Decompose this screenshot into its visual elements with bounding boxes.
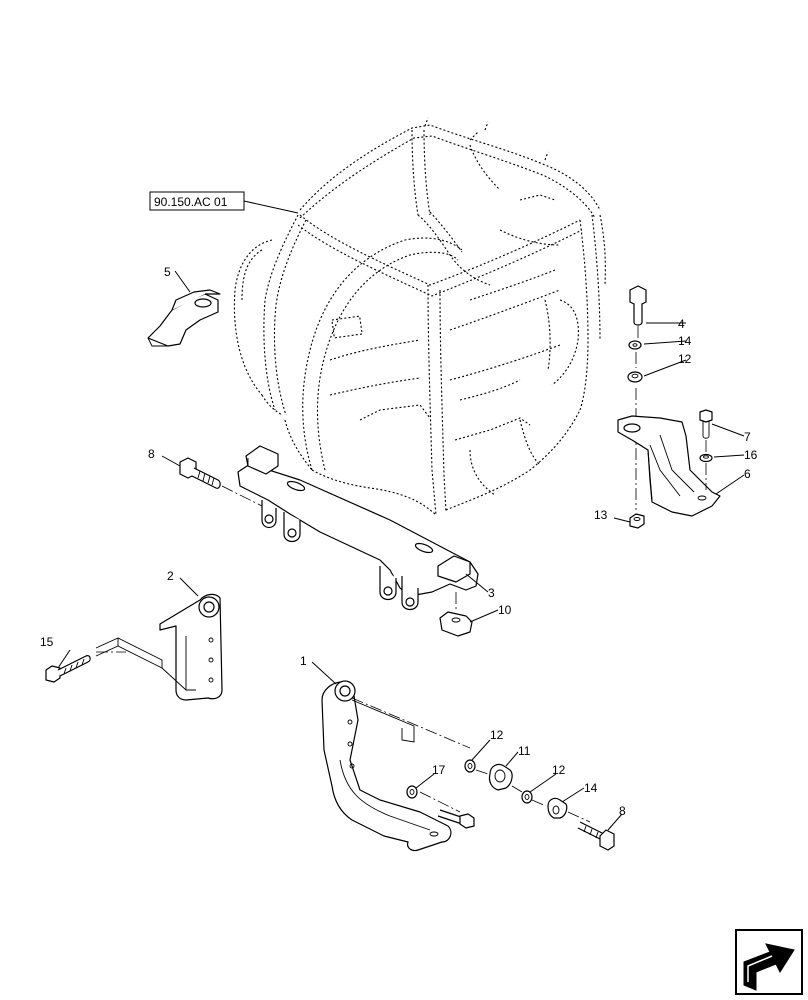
callout-6[interactable]: 6 — [744, 467, 751, 481]
part-2-bracket — [95, 593, 223, 701]
callout-leaders — [57, 322, 745, 831]
callout-16[interactable]: 16 — [744, 448, 758, 462]
part-8-bolt-left — [179, 457, 263, 507]
part-10-pad — [439, 592, 473, 637]
part-15-bolt — [45, 655, 91, 683]
callout-1[interactable]: 1 — [300, 654, 307, 668]
part-1-bracket — [321, 680, 471, 852]
callout-10[interactable]: 10 — [498, 603, 512, 617]
part-17-bushing — [406, 785, 418, 799]
callout-3[interactable]: 3 — [488, 586, 495, 600]
callout-12-upper[interactable]: 12 — [678, 352, 692, 366]
callout-15[interactable]: 15 — [40, 635, 54, 649]
callout-17[interactable]: 17 — [432, 763, 446, 777]
callout-7[interactable]: 7 — [744, 430, 751, 444]
part-3-crossmember — [237, 445, 479, 611]
part-5-bracket — [147, 270, 221, 347]
callout-13[interactable]: 13 — [594, 508, 608, 522]
callout-5[interactable]: 5 — [164, 265, 171, 279]
callout-2[interactable]: 2 — [167, 569, 174, 583]
callout-12-lower-a[interactable]: 12 — [490, 728, 504, 742]
callout-8-right[interactable]: 8 — [619, 804, 626, 818]
callout-14-lower[interactable]: 14 — [584, 781, 598, 795]
part-6-bracket — [617, 409, 721, 529]
callout-numbers: 5 4 14 12 7 16 6 13 8 3 10 2 15 1 12 11 … — [40, 265, 758, 818]
small-bolt — [437, 809, 475, 829]
reference-label-text: 90.150.AC 01 — [154, 195, 228, 209]
callout-11[interactable]: 11 — [518, 744, 531, 758]
right-fastener-stack — [627, 285, 647, 510]
reference-label[interactable]: 90.150.AC 01 — [149, 191, 299, 214]
callout-8-left[interactable]: 8 — [148, 447, 155, 461]
part-8-bolt-right — [577, 821, 615, 851]
lower-fastener-stack — [464, 759, 591, 823]
callout-4[interactable]: 4 — [678, 317, 685, 331]
callout-12-lower-b[interactable]: 12 — [552, 763, 566, 777]
cab-frame — [233, 117, 606, 516]
next-page-arrow-icon[interactable] — [735, 929, 803, 995]
callout-14-upper[interactable]: 14 — [678, 334, 692, 348]
